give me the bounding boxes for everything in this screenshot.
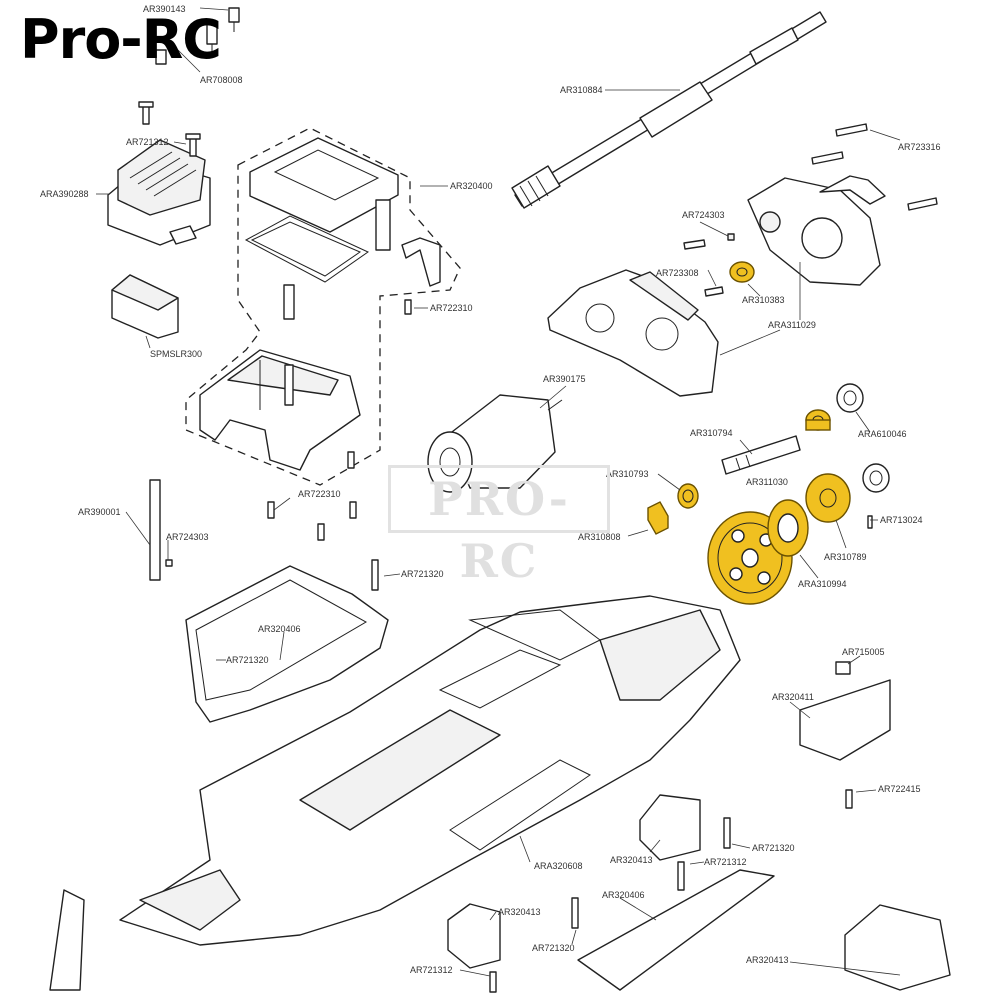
bearing (836, 383, 890, 493)
top-shaft (721, 435, 801, 475)
part-label: ARA310994 (798, 579, 847, 589)
brand-logo-text: Pro-RC (20, 8, 222, 71)
part-label: AR724303 (166, 532, 209, 542)
receiver-box-lid (249, 137, 399, 233)
part-label: AR723308 (656, 268, 699, 278)
part-labels: AR390143 AR708008 AR310884 AR721312 ARA3… (40, 4, 941, 975)
part-label: AR724303 (682, 210, 725, 220)
pinion-gear (729, 261, 755, 283)
part-label: AR721320 (401, 569, 444, 579)
part-label: AR721320 (752, 843, 795, 853)
part-label: AR721320 (226, 655, 269, 665)
part-label: AR320413 (610, 855, 653, 865)
part-label: AR715005 (842, 647, 885, 657)
part-label: AR310794 (690, 428, 733, 438)
watermark: PRO-RC (388, 465, 610, 588)
part-label: AR320400 (450, 181, 493, 191)
motor (427, 394, 563, 493)
part-label: AR722310 (298, 489, 341, 499)
part-label: AR320413 (498, 907, 541, 917)
gearbox-cover (747, 175, 886, 286)
long-pin (149, 479, 173, 581)
side-rail (49, 869, 775, 991)
spring-and-nut (647, 483, 699, 535)
part-label: AR310789 (824, 552, 867, 562)
esc-unit (107, 139, 211, 246)
receiver-box-gasket (244, 215, 370, 283)
part-label: AR320406 (602, 890, 645, 900)
leader-lines (96, 7, 901, 977)
body-mount (447, 789, 951, 993)
screw (138, 101, 201, 157)
part-label: AR320413 (746, 955, 789, 965)
part-label: ARA320608 (534, 861, 583, 871)
part-label: ARA610046 (858, 429, 907, 439)
part-label: AR708008 (200, 75, 243, 85)
part-label: AR721312 (410, 965, 453, 975)
front-bumper-mount (799, 661, 891, 761)
receiver-box-base (199, 349, 361, 471)
part-label: AR721312 (126, 137, 169, 147)
gearbox-plate (547, 269, 719, 397)
slipper-plate (805, 473, 873, 529)
part-label: AR722415 (878, 784, 921, 794)
receiver-box-outline (185, 127, 461, 486)
gearbox-screws (404, 123, 938, 315)
part-label: AR390175 (543, 374, 586, 384)
part-label: AR310793 (606, 469, 649, 479)
connector-parts (155, 7, 240, 65)
receiver-box-clip (283, 199, 441, 320)
part-label: AR390001 (78, 507, 121, 517)
part-label: AR722310 (430, 303, 473, 313)
part-label: AR310383 (742, 295, 785, 305)
part-label: AR310884 (560, 85, 603, 95)
part-label: ARA311029 (768, 320, 816, 330)
drive-spacer (805, 409, 831, 431)
part-label: AR390143 (143, 4, 186, 14)
drive-shaft (511, 11, 827, 209)
part-label: AR721320 (532, 943, 575, 953)
receiver-unit (111, 274, 179, 339)
part-label: AR721312 (704, 857, 747, 867)
part-label: AR320406 (258, 624, 301, 634)
part-label: AR310808 (578, 532, 621, 542)
part-label: AR320411 (772, 692, 814, 702)
part-label: SPMSLR300 (150, 349, 202, 359)
main-chassis (119, 595, 741, 946)
slipper-pad (767, 499, 809, 557)
battery-tray (185, 565, 389, 723)
part-label: AR713024 (880, 515, 923, 525)
part-label: ARA390288 (40, 189, 89, 199)
part-label: AR723316 (898, 142, 941, 152)
part-label: AR311030 (746, 477, 788, 487)
